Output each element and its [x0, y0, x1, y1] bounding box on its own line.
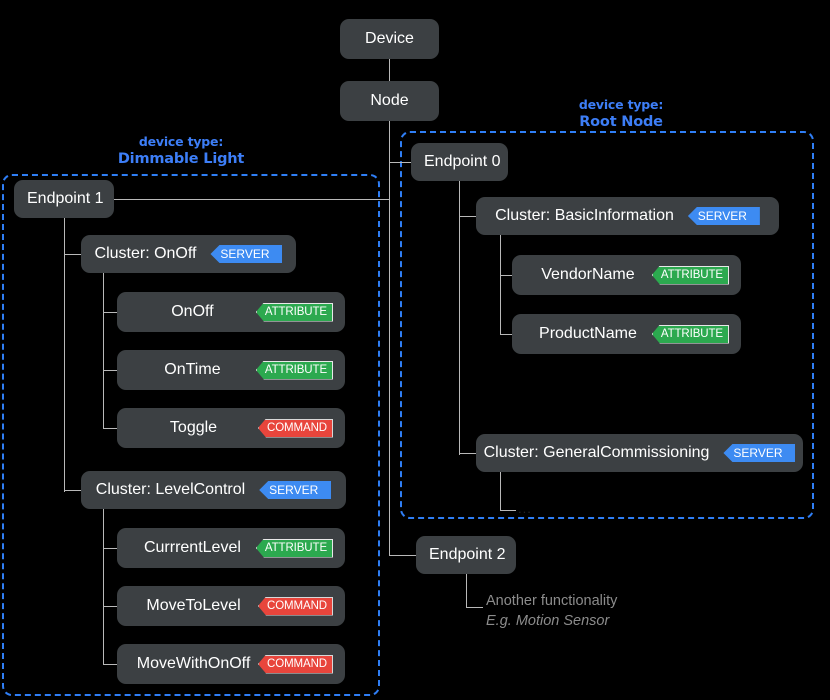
connector-basicinformation-to-productname	[500, 334, 512, 335]
badge-server: SERVER	[259, 481, 332, 499]
connector-endpoint-0-spine	[459, 181, 460, 455]
attribute-label: OnOff	[171, 303, 214, 320]
connector-onoff-to-ontime	[103, 370, 117, 371]
cluster-label: Cluster: GeneralCommissioning	[483, 444, 710, 461]
endpoint-2-note: Another functionality E.g. Motion Sensor	[486, 592, 617, 631]
command-box-movewithonoff[interactable]: MoveWithOnOff COMMAND	[117, 644, 345, 684]
connector-trunk-to-endpoint-2	[389, 555, 416, 556]
connector-endpoint-2-spine	[466, 574, 467, 607]
command-label: MoveWithOnOff	[136, 655, 251, 672]
endpoint-label: Endpoint 1	[27, 190, 104, 207]
badge-command: COMMAND	[258, 418, 333, 438]
cluster-label: Cluster: LevelControl	[95, 481, 246, 498]
connector-basicinformation-to-vendorname	[500, 275, 512, 276]
node-label: Node	[370, 92, 409, 109]
connector-generalcommissioning-to-ellipsis	[500, 510, 516, 511]
connector-endpoint-2-to-note	[466, 607, 483, 608]
command-box-toggle[interactable]: Toggle COMMAND	[117, 408, 345, 448]
node-box-device[interactable]: Device	[340, 19, 439, 59]
badge-server: SERVER	[723, 444, 796, 462]
device-type-group-dimmable-light	[2, 174, 380, 696]
badge-attribute: ATTRIBUTE	[255, 302, 333, 322]
device-type-caption: device type:	[138, 134, 224, 149]
badge-attribute: ATTRIBUTE	[255, 360, 334, 380]
endpoint-label: Endpoint 0	[424, 153, 501, 170]
connector-onoff-spine	[103, 273, 104, 429]
node-box-node[interactable]: Node	[340, 81, 439, 121]
connector-generalcommissioning-spine	[500, 472, 501, 510]
command-label: Toggle	[169, 419, 218, 436]
device-type-name: Root Node	[579, 113, 663, 130]
endpoint-box-endpoint-0[interactable]: Endpoint 0	[411, 143, 508, 181]
cluster-box-levelcontrol[interactable]: Cluster: LevelControl SERVER	[81, 471, 346, 509]
cluster-box-onoff[interactable]: Cluster: OnOff SERVER	[81, 235, 296, 273]
endpoint-2-note-line-1: Another functionality	[486, 593, 618, 609]
connector-endpoint-0-to-basicinformation	[459, 216, 476, 217]
device-type-name: Dimmable Light	[117, 150, 245, 167]
connector-node-trunk	[389, 120, 390, 555]
cluster-label: Cluster: BasicInformation	[495, 207, 674, 224]
connector-levelcontrol-spine	[103, 509, 104, 665]
attribute-box-onoff[interactable]: OnOff ATTRIBUTE	[117, 292, 345, 332]
connector-levelcontrol-to-currentlevel	[103, 548, 117, 549]
badge-server: SERVER	[687, 207, 760, 225]
connector-endpoint-1-spine	[64, 218, 65, 492]
cluster-box-generalcommissioning[interactable]: Cluster: GeneralCommissioning SERVER	[476, 434, 803, 472]
node-label: Device	[365, 30, 414, 47]
attribute-box-productname[interactable]: ProductName ATTRIBUTE	[512, 314, 741, 354]
device-type-caption: device type:	[578, 97, 664, 112]
connector-trunk-to-endpoint-1	[40, 199, 389, 200]
command-box-movetolevel[interactable]: MoveToLevel COMMAND	[117, 586, 345, 626]
device-type-label-dimmable-light: device type: Dimmable Light	[68, 134, 294, 168]
connector-trunk-to-endpoint-0	[389, 162, 411, 163]
ellipsis-more-children: ...	[518, 501, 532, 516]
connector-endpoint-0-to-generalcommissioning	[459, 453, 476, 454]
attribute-label: VendorName	[541, 266, 635, 283]
endpoint-2-note-line-2: E.g. Motion Sensor	[486, 612, 610, 629]
connector-basicinformation-spine	[500, 235, 501, 335]
endpoint-box-endpoint-1[interactable]: Endpoint 1	[14, 180, 114, 218]
attribute-label: CurrrentLevel	[143, 539, 241, 556]
attribute-label: OnTime	[164, 361, 221, 378]
cluster-label: Cluster: OnOff	[94, 245, 197, 262]
badge-attribute: ATTRIBUTE	[651, 265, 729, 285]
badge-command: COMMAND	[258, 654, 334, 674]
badge-server: SERVER	[210, 245, 283, 263]
connector-endpoint-1-to-onoff	[64, 254, 81, 255]
endpoint-box-endpoint-2[interactable]: Endpoint 2	[416, 536, 516, 574]
badge-attribute: ATTRIBUTE	[651, 324, 729, 344]
badge-attribute: ATTRIBUTE	[255, 538, 334, 558]
attribute-box-currrentlevel[interactable]: CurrrentLevel ATTRIBUTE	[117, 528, 345, 568]
connector-onoff-to-toggle	[103, 428, 117, 429]
badge-command: COMMAND	[258, 596, 333, 616]
connector-endpoint-1-to-levelcontrol	[64, 490, 81, 491]
connector-onoff-to-onoff-attr	[103, 312, 117, 313]
endpoint-label: Endpoint 2	[429, 546, 506, 563]
attribute-box-ontime[interactable]: OnTime ATTRIBUTE	[117, 350, 345, 390]
connector-levelcontrol-to-movetolevel	[103, 606, 117, 607]
device-type-group-root-node	[400, 131, 814, 519]
device-type-label-root-node: device type: Root Node	[508, 97, 734, 131]
cluster-box-basicinformation[interactable]: Cluster: BasicInformation SERVER	[476, 197, 779, 235]
attribute-box-vendorname[interactable]: VendorName ATTRIBUTE	[512, 255, 741, 295]
command-label: MoveToLevel	[146, 597, 241, 614]
attribute-label: ProductName	[539, 325, 637, 342]
connector-levelcontrol-to-movewithonoff	[103, 664, 117, 665]
connector-device-to-node	[389, 58, 390, 82]
